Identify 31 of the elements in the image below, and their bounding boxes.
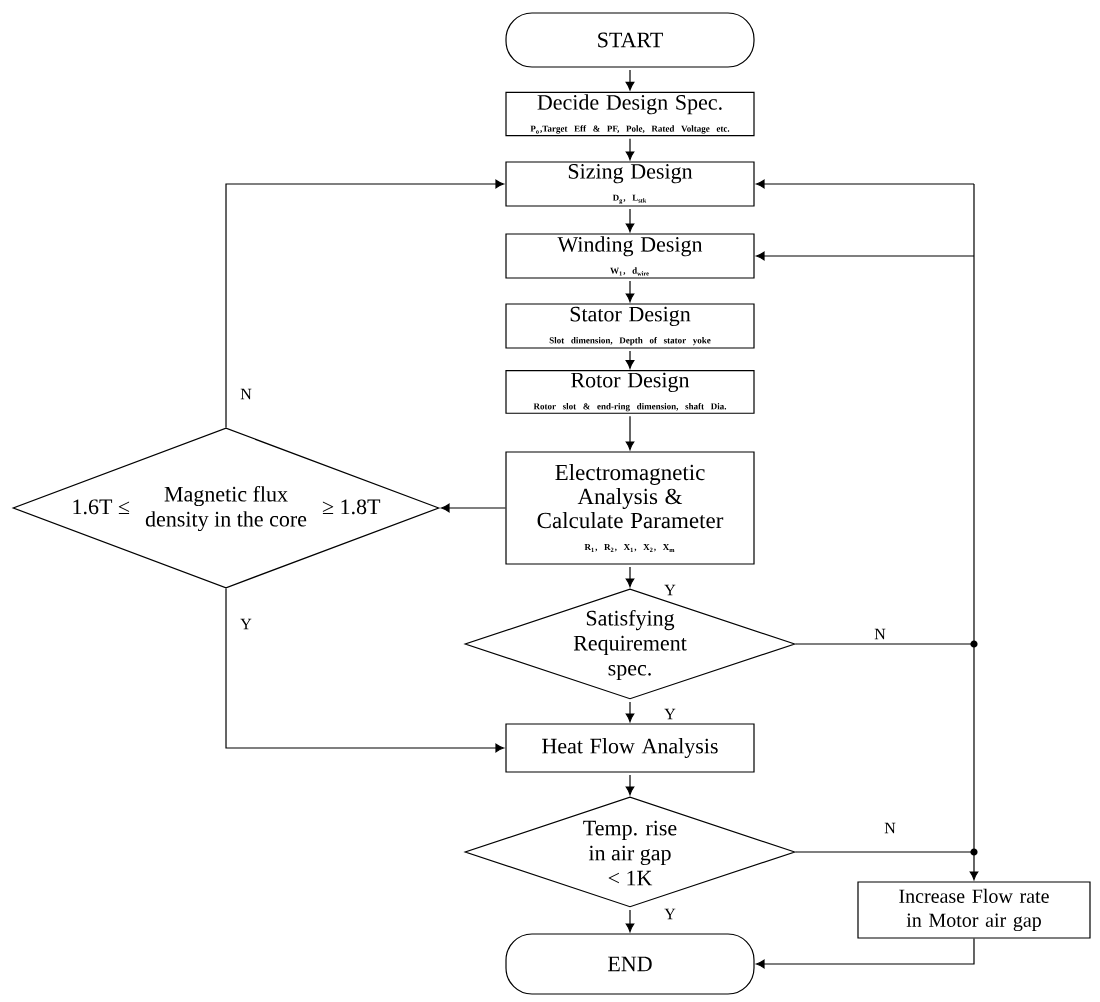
arrow	[755, 938, 975, 969]
arrow	[625, 566, 635, 588]
arrow	[625, 415, 635, 451]
edge-label: N	[239, 387, 253, 401]
connector-line	[795, 851, 975, 853]
arrow	[225, 179, 505, 428]
connector-line	[973, 255, 975, 645]
arrow	[969, 851, 979, 881]
connector-line	[795, 643, 975, 645]
arrow	[625, 280, 635, 303]
arrow	[625, 208, 635, 233]
arrow	[625, 350, 635, 369]
arrow	[755, 179, 975, 189]
edge-label: Y	[663, 707, 677, 721]
edge-label: Y	[239, 617, 253, 631]
arrow	[225, 588, 505, 753]
connector-line	[973, 643, 975, 853]
arrow	[625, 138, 635, 161]
arrow	[440, 503, 506, 513]
edge-label: Y	[663, 583, 677, 597]
arrow	[625, 774, 635, 796]
arrow	[755, 251, 975, 261]
arrow	[625, 69, 635, 91]
arrow	[625, 701, 635, 723]
connector-line	[973, 183, 975, 257]
arrow	[625, 909, 635, 933]
edge-label: Y	[663, 907, 677, 921]
edge-label: N	[873, 627, 887, 641]
process-box: Heat Flow Analysis	[505, 723, 755, 773]
edge-label: N	[883, 821, 897, 835]
process-box: Increase Flow rate in Motor air gap	[857, 881, 1091, 939]
